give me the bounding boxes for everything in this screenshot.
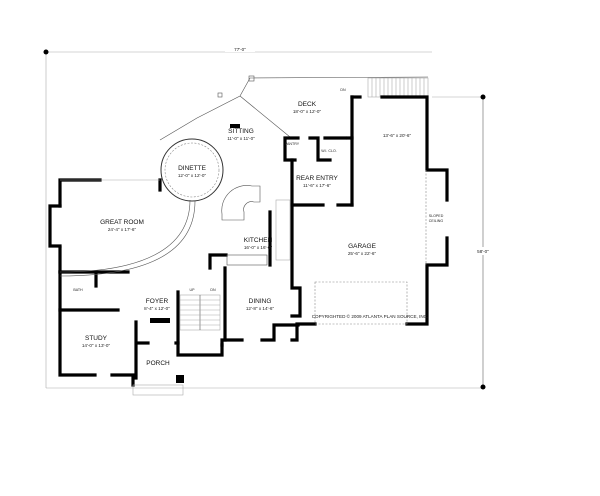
deck-stairs — [367, 77, 429, 98]
room-size: 14'-0" x 13'-0" — [82, 343, 111, 348]
room-size: 11'-0" x 11'-0" — [227, 136, 255, 141]
overall-depth-dimension: 58'-0" — [477, 249, 489, 254]
room-labels: DECK 18'-0" x 12'-0" SITTING 11'-0" x 11… — [73, 101, 443, 367]
room-name: BATH — [73, 288, 83, 292]
room-size: 16'-0" x 16'-0" — [244, 245, 273, 250]
deck: DN — [159, 75, 429, 141]
dimension-marker — [480, 384, 486, 390]
room-size: 24'-4" x 17'-6" — [108, 227, 137, 232]
room-name: SITTING — [228, 128, 254, 135]
room-size: 8'-4" x 12'-0" — [144, 306, 170, 311]
fireplace — [48, 204, 62, 248]
deck-stair-down-label: DN — [340, 88, 346, 92]
sitting-bench — [230, 124, 240, 128]
dimension-lines: 77'-0" 58'-0" — [43, 45, 492, 390]
room-name: PORCH — [146, 360, 170, 367]
kitchen-island — [221, 185, 291, 266]
room-name: STUDY — [85, 335, 108, 342]
room-name: PANTRY — [285, 142, 300, 146]
walls — [48, 95, 449, 396]
garage-door-area — [314, 281, 408, 325]
room-size: 12'-0" x 12'-0" — [178, 173, 207, 178]
room-size: 12'-8" x 14'-6" — [246, 306, 275, 311]
dinette-bay — [59, 138, 224, 277]
sloped-ceiling-label: SLOPED — [429, 214, 444, 218]
overall-width-dimension: 77'-0" — [234, 47, 246, 52]
room-name: FOYER — [146, 298, 169, 305]
copyright-notice: COPYRIGHTED © 2009 ATLANTA PLAN SOURCE, … — [312, 313, 429, 319]
room-size: 11'-6" x 17'-6" — [303, 183, 331, 188]
dimension-marker — [43, 49, 49, 55]
stair-up-label: UP — [190, 288, 196, 292]
room-name: KITCHEN — [244, 237, 273, 244]
room-name: W.I. CLO. — [321, 149, 337, 153]
room-name: GREAT ROOM — [100, 219, 144, 226]
room-name: REAR ENTRY — [296, 175, 338, 182]
stair-down-label: DN — [210, 288, 216, 292]
foyer-bench — [150, 318, 170, 323]
room-name: GARAGE — [348, 243, 376, 250]
room-name: DINING — [249, 298, 272, 305]
sloped-ceiling-label: CEILING — [429, 219, 444, 223]
room-size: 18'-0" x 12'-0" — [293, 109, 322, 114]
staircase: UP DN — [179, 288, 221, 331]
dimension-marker — [480, 94, 486, 100]
garage-bay-size: 13'-6" x 20'-6" — [383, 133, 412, 138]
room-size: 25'-6" x 22'-6" — [348, 251, 377, 256]
porch-column — [176, 375, 184, 383]
room-name: DINETTE — [178, 165, 206, 172]
room-name: DECK — [298, 101, 317, 108]
